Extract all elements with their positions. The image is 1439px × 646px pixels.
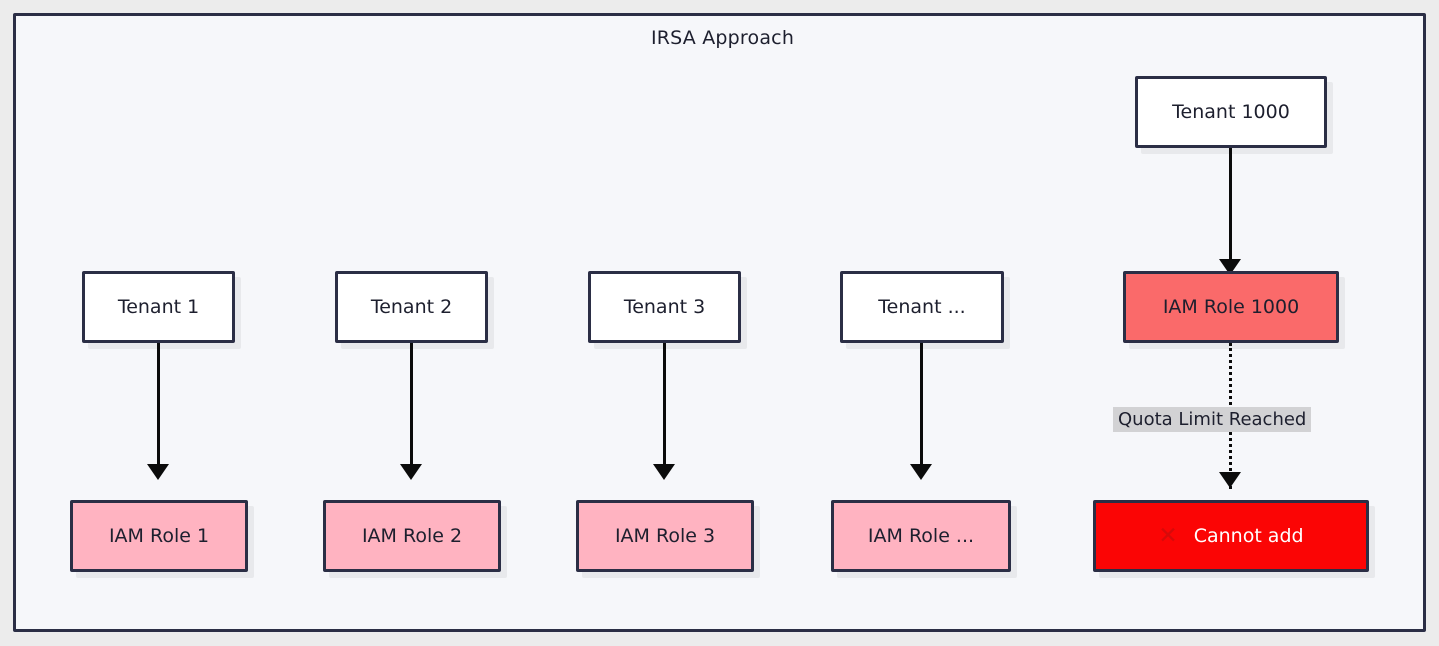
node-label: IAM Role ... [867,525,975,547]
node-cannot-add[interactable]: ✕ Cannot add [1093,500,1369,572]
arrowhead-tenant-1 [147,464,169,480]
subgraph-title: IRSA Approach [650,27,795,49]
cross-mark-icon: ✕ [1158,522,1178,549]
node-label: Cannot add [1193,525,1304,547]
node-label: IAM Role 1000 [1162,296,1300,318]
node-label: IAM Role 2 [361,525,463,547]
arrowhead-tenant-ellipsis [910,464,932,480]
node-label: Tenant 3 [623,296,706,318]
node-tenant-ellipsis[interactable]: Tenant ... [840,271,1004,343]
edge-label-quota-limit-reached: Quota Limit Reached [1113,407,1312,432]
edge-tenant-3-to-role-3 [663,343,666,465]
node-iam-role-3[interactable]: IAM Role 3 [576,500,754,572]
node-label: Tenant ... [878,296,966,318]
node-iam-role-2[interactable]: IAM Role 2 [323,500,501,572]
node-tenant-2[interactable]: Tenant 2 [335,271,488,343]
arrowhead-quota-limit [1219,472,1241,488]
edge-tenant-ellipsis-to-role-ellipsis [920,343,923,465]
node-label: Tenant 1 [117,296,200,318]
edge-tenant-2-to-role-2 [410,343,413,465]
node-tenant-1[interactable]: Tenant 1 [82,271,235,343]
arrowhead-tenant-3 [653,464,675,480]
node-tenant-1000[interactable]: Tenant 1000 [1135,76,1327,148]
edge-tenant-1000-to-role-1000 [1229,148,1232,260]
node-iam-role-1[interactable]: IAM Role 1 [70,500,248,572]
node-label: IAM Role 1 [108,525,210,547]
node-tenant-3[interactable]: Tenant 3 [588,271,741,343]
node-iam-role-ellipsis[interactable]: IAM Role ... [831,500,1011,572]
node-label: IAM Role 3 [614,525,716,547]
node-label: Tenant 2 [370,296,453,318]
node-label: Tenant 1000 [1172,101,1290,123]
edge-tenant-1-to-role-1 [157,343,160,465]
arrowhead-tenant-2 [400,464,422,480]
node-iam-role-1000[interactable]: IAM Role 1000 [1123,271,1339,343]
